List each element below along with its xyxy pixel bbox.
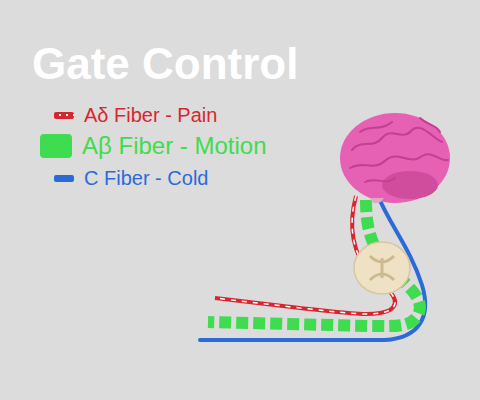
- legend-row: Aδ Fiber - Pain: [54, 103, 217, 127]
- title: Gate Control: [32, 40, 298, 88]
- brain: [340, 113, 450, 203]
- legend-swatch: [54, 112, 74, 119]
- legend-text: Aδ Fiber - Pain: [84, 103, 217, 127]
- legend-swatch: [40, 134, 72, 158]
- spinal-cord: [354, 242, 410, 294]
- legend-row: Aβ Fiber - Motion: [40, 132, 267, 161]
- legend-row: C Fiber - Cold: [54, 166, 208, 190]
- legend-text: C Fiber - Cold: [84, 166, 208, 190]
- c-fiber: [200, 196, 425, 340]
- legend-text: Aβ Fiber - Motion: [82, 132, 267, 161]
- legend-swatch: [54, 175, 74, 182]
- a-beta-fiber: [208, 200, 420, 326]
